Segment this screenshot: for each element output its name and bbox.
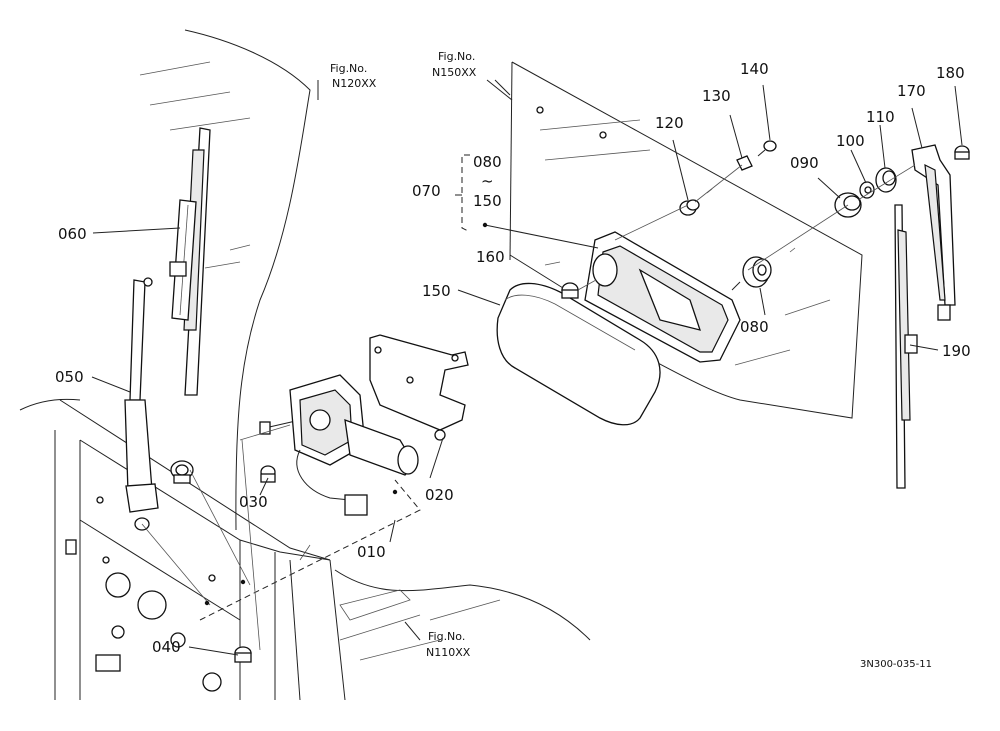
- diagram-code: 3N300-035-11: [860, 659, 932, 670]
- fig-ref-number-n150: N150XX: [432, 66, 477, 79]
- callout-190: 190: [942, 342, 971, 360]
- nut-030: [260, 465, 276, 483]
- ref-dot: [204, 600, 210, 606]
- group-bracket-010: [199, 479, 421, 621]
- guide-line: [239, 424, 291, 441]
- axis-line: [614, 204, 689, 241]
- bolt-140: [757, 140, 777, 157]
- cab-structure: [19, 29, 591, 701]
- callout-060: 060: [58, 225, 87, 243]
- callout-130: 130: [702, 87, 731, 105]
- callout-090: 090: [790, 154, 819, 172]
- callout-050: 050: [55, 368, 84, 386]
- callout-010: 010: [357, 543, 386, 561]
- rear-wiper-blade-190: [894, 204, 918, 489]
- callout-040: 040: [152, 638, 181, 656]
- callout-030: 030: [239, 493, 268, 511]
- ref-dot: [240, 579, 246, 585]
- washer-100: [859, 181, 875, 199]
- cap-110: [875, 167, 897, 193]
- nut-180: [954, 145, 970, 160]
- axis-line: [577, 279, 597, 291]
- callout-160: 160: [476, 248, 505, 266]
- nut-160: [561, 282, 579, 299]
- callout-070: 070: [412, 182, 441, 200]
- callout-range-tilde: ~: [481, 172, 494, 190]
- callout-150-range-end: 150: [473, 192, 502, 210]
- wiper-motor: [259, 374, 419, 516]
- fig-ref-label-n120: Fig.No.: [330, 62, 367, 75]
- grommet-080: [742, 256, 772, 288]
- fig-ref-number-n120: N120XX: [332, 77, 377, 90]
- guide-line: [141, 523, 211, 606]
- motor-bracket-020: [369, 334, 469, 441]
- pivot-bushing: [170, 460, 194, 484]
- callout-080: 080: [740, 318, 769, 336]
- nut-040: [234, 646, 252, 663]
- callout-100: 100: [836, 132, 865, 150]
- fig-ref-label-n150: Fig.No.: [438, 50, 475, 63]
- axis-line: [747, 204, 849, 271]
- callout-140: 140: [740, 60, 769, 78]
- group-bracket-070: [461, 154, 471, 233]
- fig-ref-number-n110: N110XX: [426, 646, 471, 659]
- wiper-blade-060: [169, 127, 211, 396]
- fig-ref-label-n110: Fig.No.: [428, 630, 465, 643]
- callout-080-range-start: 080: [473, 153, 502, 171]
- axis-line: [694, 164, 743, 203]
- axis-line: [789, 247, 796, 253]
- motor-cover-150: [496, 282, 661, 426]
- ref-dot: [392, 489, 398, 495]
- wiper-arm-050: [124, 277, 159, 513]
- callout-020: 020: [425, 486, 454, 504]
- callout-180: 180: [936, 64, 965, 82]
- guide-line: [189, 469, 251, 586]
- guide-line: [241, 439, 261, 651]
- spacer-130: [736, 155, 753, 171]
- callout-150: 150: [422, 282, 451, 300]
- callout-120: 120: [655, 114, 684, 132]
- axis-line: [857, 164, 916, 201]
- bushing-120: [679, 199, 700, 216]
- rear-wiper-arm-170: [911, 144, 956, 321]
- callout-170: 170: [897, 82, 926, 100]
- callout-110: 110: [866, 108, 895, 126]
- rear-wiper-motor: [584, 231, 741, 363]
- axis-line: [706, 188, 713, 194]
- ref-dot: [482, 222, 488, 228]
- leader-lines: [91, 79, 963, 656]
